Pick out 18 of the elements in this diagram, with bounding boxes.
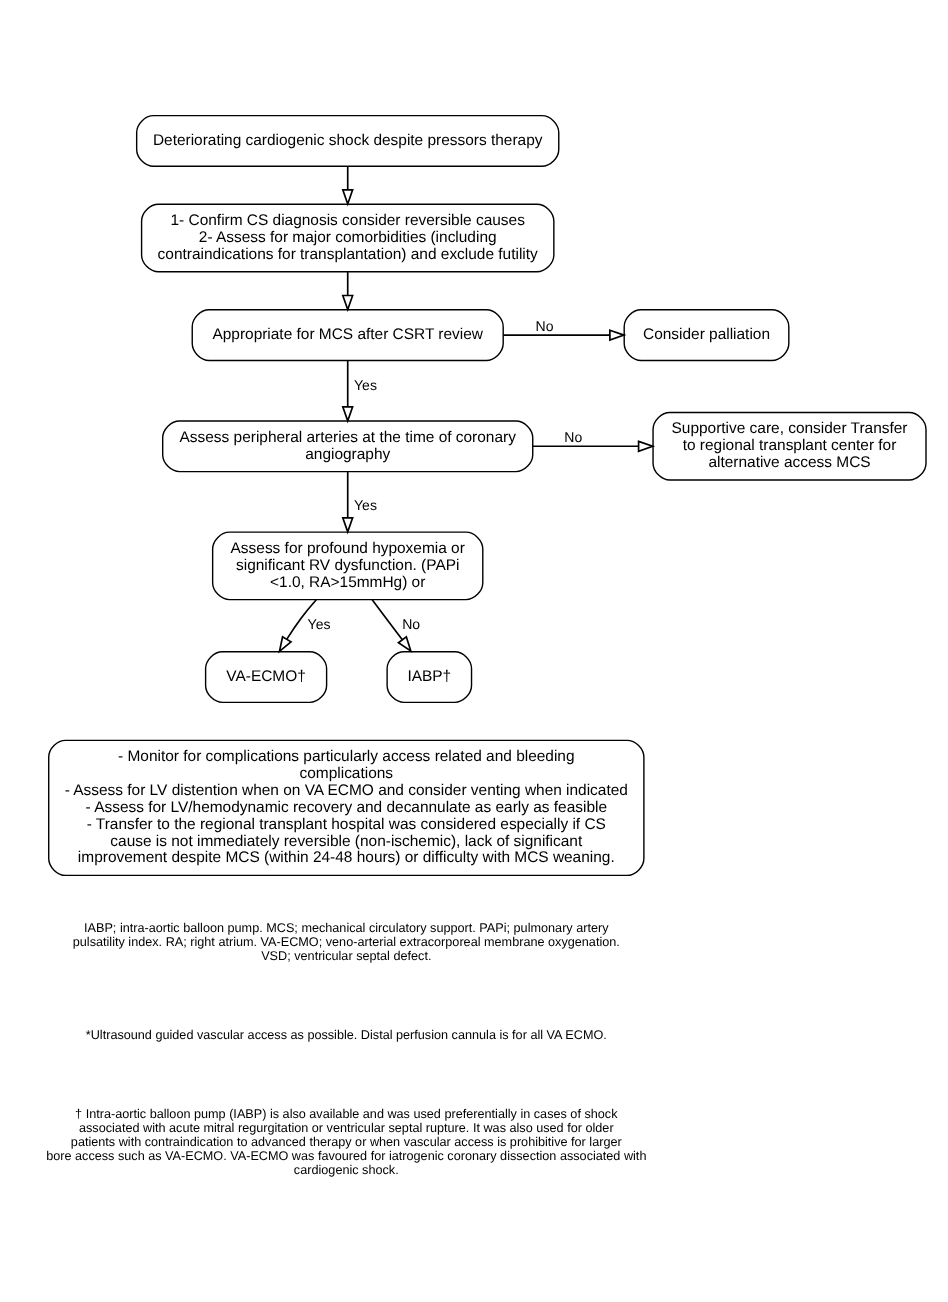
node-box: Assess peripheral arteries at the time of coronary angiography bbox=[162, 420, 534, 473]
node-box: Supportive care, consider Transfer to regional transplant center for alternative access MCS bbox=[652, 411, 927, 481]
node-box: IABP† bbox=[386, 651, 473, 704]
arrow bbox=[341, 271, 354, 313]
node-box: Assess for profound hypoxemia or significant RV dysfunction. (PAPi <1.0, RA>15mmHg) or bbox=[211, 531, 484, 601]
arrow bbox=[502, 329, 627, 342]
node-box: 1- Confirm CS diagnosis consider reversible causes 2- Assess for major comorbidities (including contraindications for transplantation) and exclude futility bbox=[140, 203, 555, 273]
arrow bbox=[371, 598, 413, 654]
arrow bbox=[341, 471, 354, 535]
arrow bbox=[341, 359, 354, 424]
node-box: - Monitor for complications particularly access related and bleeding complications - Assess for LV distention when on VA ECMO and consider venting when indicated - Assess for LV/hemodynamic recovery and decannulate as early as feasible - Transfer to the regional transplant hospital was considered especially if CS cause is not immediately reversible (non-ischemic), lack of significant improvement despite MCS (within 24-48 hours) or difficulty with MCS weaning. bbox=[48, 739, 645, 877]
node-box: VA-ECMO† bbox=[204, 651, 328, 704]
arrow bbox=[341, 165, 354, 207]
node-box: Consider palliation bbox=[623, 309, 790, 362]
arrow bbox=[278, 598, 318, 654]
node-box: Deteriorating cardiogenic shock despite pressors therapy bbox=[135, 114, 560, 167]
node-box: Appropriate for MCS after CSRT review bbox=[191, 309, 504, 362]
arrow bbox=[531, 440, 656, 453]
